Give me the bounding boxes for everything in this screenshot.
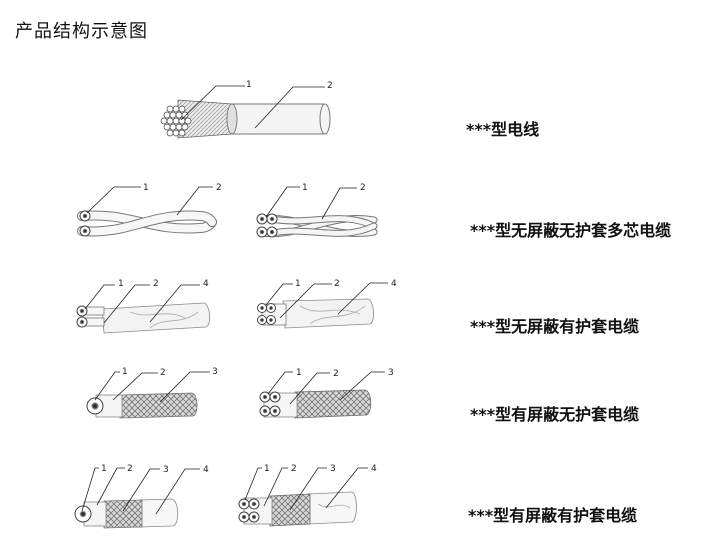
callout-3: 3 [388, 368, 394, 378]
row1-callouts: 1 2 [180, 80, 333, 129]
callout-1: 1 [246, 80, 252, 90]
row-label-unshielded-unjacketed: ***型无屏蔽无护套多芯电缆 [470, 221, 672, 240]
row3-right-callouts: 1 2 4 [265, 279, 397, 319]
callout-2: 2 [360, 183, 366, 193]
row-label-unshielded-jacketed: ***型无屏蔽有护套电缆 [470, 317, 640, 336]
callout-1: 1 [295, 279, 301, 289]
callout-4: 4 [391, 279, 397, 289]
shielded-single-illustration [86, 392, 198, 419]
row3-left-callouts: 1 2 4 [84, 279, 209, 324]
callout-2: 2 [216, 183, 222, 193]
callout-1: 1 [264, 464, 270, 474]
callout-1: 1 [122, 367, 128, 377]
callout-2: 2 [291, 464, 297, 474]
callout-2: 2 [327, 81, 333, 91]
wire-illustration [160, 99, 331, 139]
callout-2: 2 [334, 279, 340, 289]
callout-1: 1 [101, 464, 107, 474]
callout-4: 4 [371, 464, 377, 474]
row2-left-callouts: 1 2 [86, 183, 222, 216]
row4-right-callouts: 1 2 3 [267, 368, 394, 405]
callout-2: 2 [153, 279, 159, 289]
row-label-single-wire: ***型电线 [466, 120, 540, 139]
callout-4: 4 [203, 465, 209, 475]
row4-left-callouts: 1 2 3 [94, 367, 218, 403]
twisted-quad-illustration [256, 213, 378, 238]
row2-right-callouts: 1 2 [265, 183, 366, 220]
callout-3: 3 [163, 465, 169, 475]
twisted-pair-illustration [77, 210, 217, 237]
callout-1: 1 [302, 183, 308, 193]
callout-2: 2 [160, 368, 166, 378]
shielded-quad-illustration [259, 389, 372, 419]
row-label-shielded-unjacketed: ***型有屏蔽无护套电缆 [470, 405, 640, 424]
row5-left-callouts: 1 2 3 4 [81, 464, 209, 515]
row-label-shielded-jacketed: ***型有屏蔽有护套电缆 [468, 506, 638, 525]
callout-2: 2 [127, 464, 133, 474]
callout-4: 4 [203, 279, 209, 289]
callout-2: 2 [333, 369, 339, 379]
callout-3: 3 [330, 464, 336, 474]
row5-right-callouts: 1 2 3 4 [244, 464, 377, 511]
jacketed-pair-illustration [76, 302, 210, 334]
callout-3: 3 [212, 367, 218, 377]
page-title: 产品结构示意图 [15, 21, 148, 42]
callout-1: 1 [143, 183, 149, 193]
callout-1: 1 [118, 279, 124, 289]
callout-1: 1 [296, 368, 302, 378]
jacketed-quad-illustration [257, 298, 374, 329]
shielded-jacketed-single-illustration [74, 498, 179, 529]
shielded-jacketed-quad-illustration [238, 491, 357, 527]
